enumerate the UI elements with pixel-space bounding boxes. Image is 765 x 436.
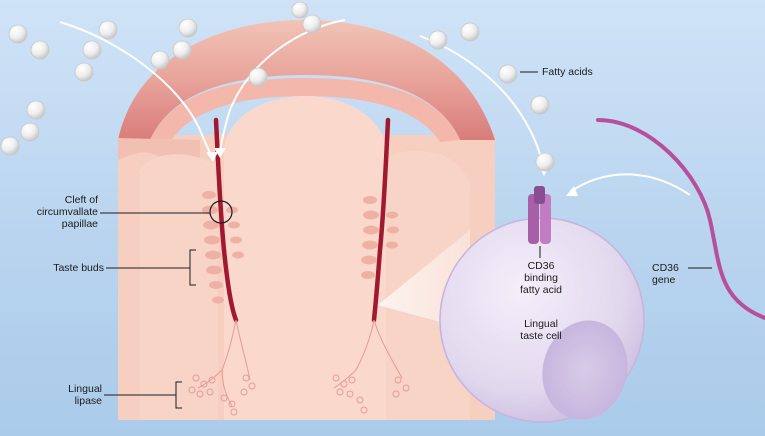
label-cd36-binding-line2: binding xyxy=(506,272,576,284)
label-taste-buds: Taste buds xyxy=(10,262,104,274)
label-fatty-acids: Fatty acids xyxy=(542,66,593,78)
label-taste-cell-line2: taste cell xyxy=(506,330,576,342)
label-taste-cell-line1: Lingual xyxy=(506,318,576,330)
label-cleft-line1: Cleft of xyxy=(10,194,98,206)
label-cd36-binding-line1: CD36 xyxy=(506,260,576,272)
label-cd36-binding-line3: fatty acid xyxy=(506,284,576,296)
label-lipase-line1: Lingual xyxy=(10,383,102,395)
label-cd36-gene-line2: gene xyxy=(652,274,679,286)
gene-arrow xyxy=(570,174,690,195)
tissue-block xyxy=(118,20,495,420)
label-cd36-gene-line1: CD36 xyxy=(652,262,679,274)
label-lingual-lipase: Lingual lipase xyxy=(10,383,102,407)
label-cleft: Cleft of circumvallate papillae xyxy=(10,194,98,230)
label-lipase-line2: lipase xyxy=(10,395,102,407)
label-cd36-binding: CD36 binding fatty acid xyxy=(506,260,576,296)
label-cd36-gene: CD36 gene xyxy=(652,262,679,286)
label-cleft-line3: papillae xyxy=(10,218,98,230)
label-lingual-taste-cell: Lingual taste cell xyxy=(506,318,576,342)
label-cleft-line2: circumvallate xyxy=(10,206,98,218)
